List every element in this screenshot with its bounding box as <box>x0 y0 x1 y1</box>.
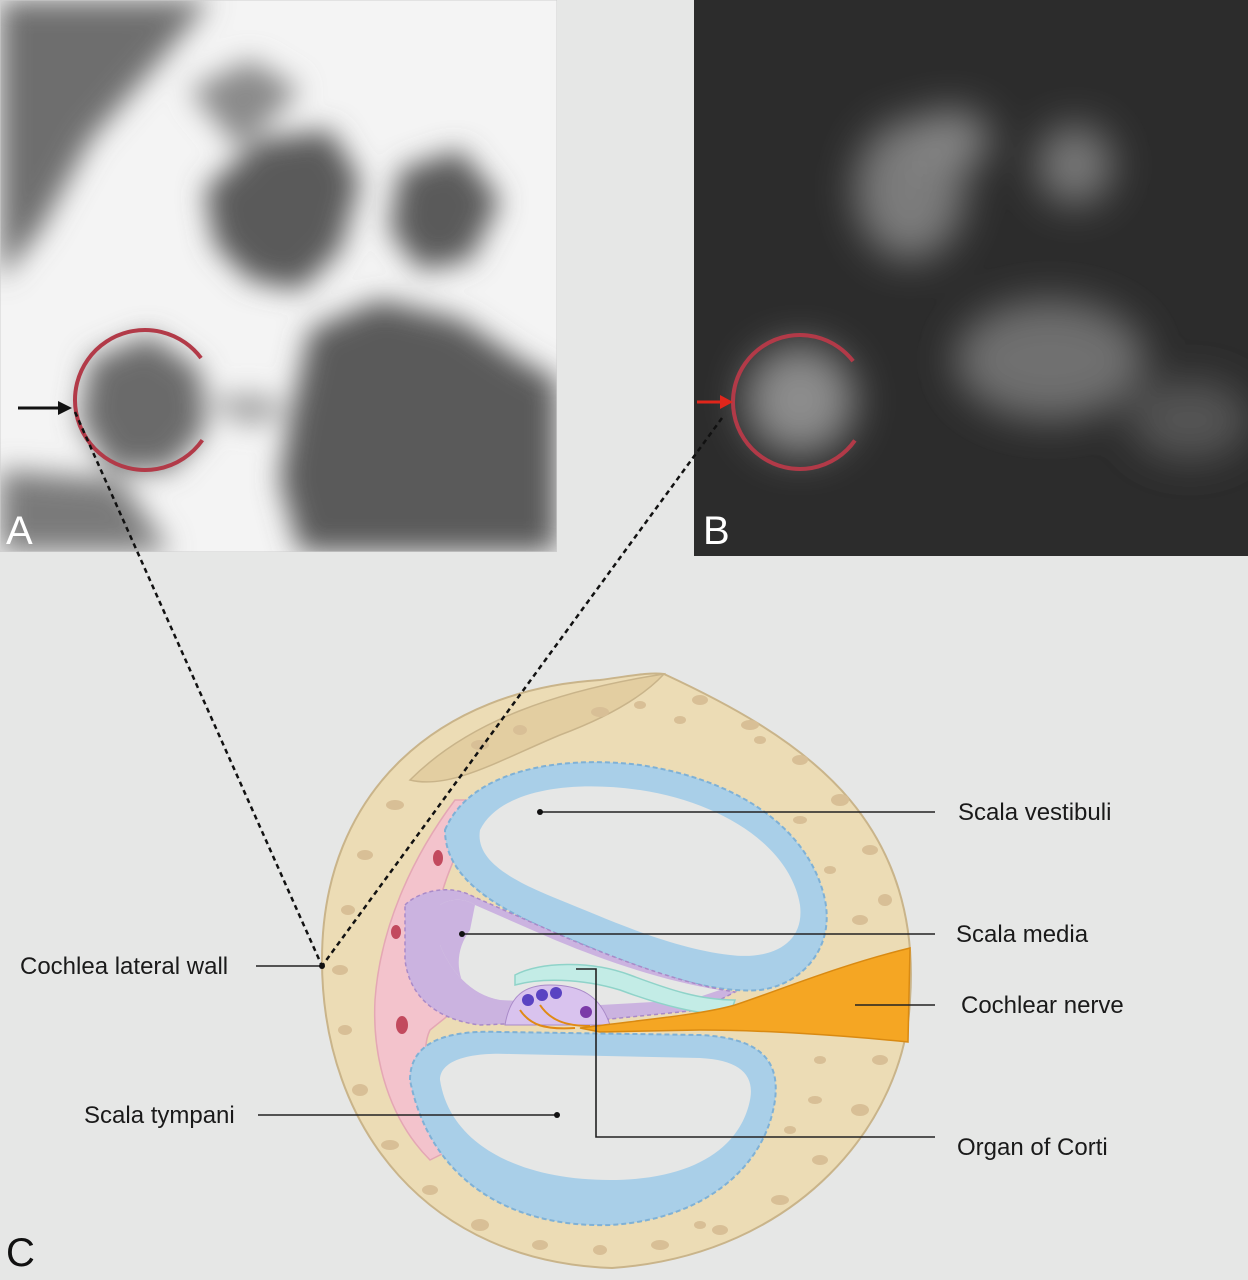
panel-b-letter: B <box>703 509 730 553</box>
panel-a-image <box>0 0 557 552</box>
label-cochlea-lateral-wall: Cochlea lateral wall <box>20 953 228 980</box>
vessel-1 <box>433 850 443 866</box>
panel-b-image <box>694 0 1248 556</box>
panel-a-letter: A <box>6 509 33 553</box>
label-scala-media: Scala media <box>956 921 1089 948</box>
label-scala-vestibuli: Scala vestibuli <box>958 799 1111 826</box>
label-scala-tympani: Scala tympani <box>84 1102 235 1129</box>
label-cochlear-nerve: Cochlear nerve <box>961 992 1124 1019</box>
label-organ-of-corti: Organ of Corti <box>957 1134 1108 1161</box>
vessel-2 <box>391 925 401 939</box>
vessel-3 <box>396 1016 408 1034</box>
panel-b: B <box>694 0 1248 556</box>
panel-c-letter: C <box>6 1231 35 1275</box>
panel-a: A <box>0 0 557 553</box>
